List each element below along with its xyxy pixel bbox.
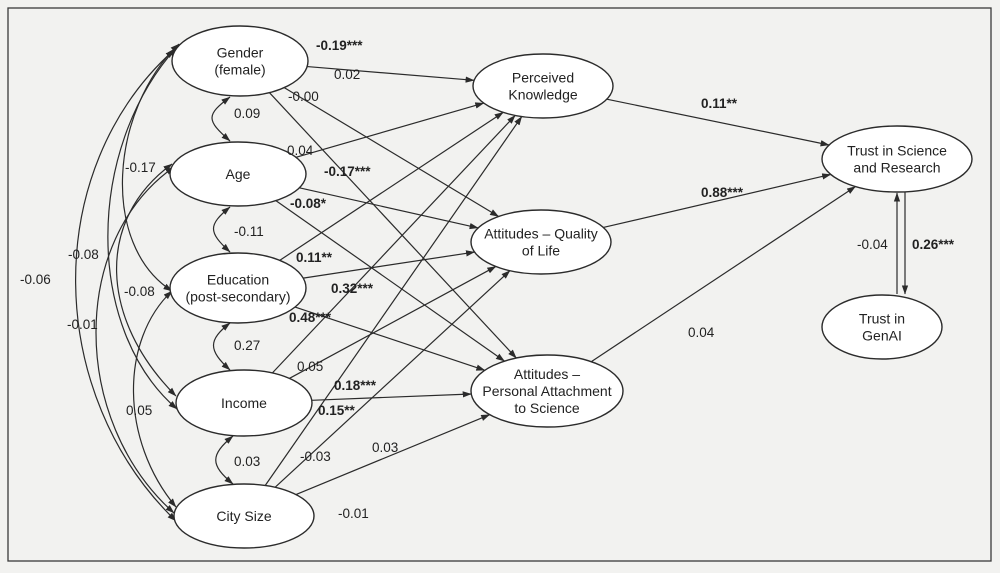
path-income-to-quality_of_life — [289, 265, 497, 379]
coefficient-gender-pa: -0.00 — [288, 89, 319, 104]
node-ellipse — [169, 141, 307, 207]
coefficient-edu-pa: 0.48*** — [289, 310, 332, 325]
node-label: Age — [226, 166, 251, 182]
node-label: Trust in — [859, 311, 905, 327]
node-income: Income — [175, 369, 313, 437]
node-label: GenAI — [862, 328, 902, 344]
node-city-size: City Size — [173, 483, 315, 549]
coefficient-gender-qol: 0.02 — [334, 67, 360, 82]
coefficient-trust-genai: 0.26*** — [912, 237, 955, 252]
coefficient-age-pa: -0.08* — [290, 196, 327, 211]
node-label: Perceived — [512, 70, 574, 86]
coefficient-income-qol: 0.18*** — [334, 378, 377, 393]
cov-education-city — [132, 290, 177, 508]
coefficient-edu-city-cov: 0.05 — [126, 403, 152, 418]
path-perceived_knowledge-to-trust-science — [606, 98, 830, 147]
coefficient-edu-pk: 0.11** — [296, 250, 333, 265]
node-gender: Gender(female) — [171, 25, 309, 97]
node-label: Income — [221, 395, 267, 411]
coefficient-gender-edu-cov: -0.17 — [125, 160, 156, 175]
path-gender-to-personal_attachment — [268, 92, 517, 359]
coefficient-edu-income-cov: 0.27 — [234, 338, 260, 353]
coefficient-edu-qol: 0.32*** — [331, 281, 374, 296]
nodes-layer: Gender(female) AgeEducation(post-secondar… — [169, 25, 973, 549]
node-ellipse — [470, 209, 612, 275]
coefficient-gender-city-cov: -0.06 — [20, 272, 51, 287]
coefficient-pa-trust: 0.04 — [688, 325, 715, 340]
node-education: Education(post-secondary) — [169, 252, 307, 324]
path-quality_of_life-to-trust-science — [603, 173, 832, 229]
path-age-to-perceived_knowledge — [295, 102, 485, 158]
coefficient-qol-trust: 0.88*** — [701, 185, 744, 200]
cov-age-city — [95, 166, 175, 514]
coefficient-city-pk: -0.03 — [300, 449, 331, 464]
cov-education-income — [213, 322, 231, 371]
cov-income-city — [215, 435, 234, 485]
path-city_size-to-quality_of_life — [274, 270, 511, 488]
coefficient-city-pa: -0.01 — [338, 506, 369, 521]
node-ellipse — [169, 252, 307, 324]
coefficient-age-qol: -0.17*** — [324, 164, 371, 179]
node-label: City Size — [216, 508, 271, 524]
path-gender-to-perceived_knowledge — [307, 65, 475, 83]
coefficient-city-qol: 0.03 — [372, 440, 398, 455]
node-label: and Research — [853, 160, 940, 176]
cov-gender-age — [211, 96, 231, 142]
node-label: (post-secondary) — [185, 289, 290, 305]
coefficient-income-pa: 0.15** — [318, 403, 356, 418]
cov-gender-education — [121, 43, 180, 292]
coefficient-genai-trust: -0.04 — [857, 237, 888, 252]
coefficient-gender-age-cov: 0.09 — [234, 106, 260, 121]
path-income-to-perceived_knowledge — [271, 114, 516, 374]
node-label: Personal Attachment — [482, 383, 611, 399]
edges-layer — [75, 43, 909, 522]
cov-age-income — [116, 163, 177, 397]
path-education-to-personal_attachment — [294, 306, 486, 371]
coefficient-income-pk: 0.05 — [297, 359, 323, 374]
coefficient-income-city-cov: 0.03 — [234, 454, 260, 469]
node-ellipse — [171, 25, 309, 97]
cov-gender-city — [75, 49, 177, 522]
path-gender-to-quality_of_life — [283, 87, 500, 218]
node-ellipse — [173, 483, 315, 549]
node-label: to Science — [514, 400, 580, 416]
path-personal_attachment-to-trust-science — [590, 185, 856, 363]
path-education-to-quality_of_life — [303, 250, 476, 279]
node-label: of Life — [522, 243, 560, 259]
path-education-to-perceived_knowledge — [279, 111, 504, 261]
path-city_size-to-personal_attachment — [295, 414, 491, 496]
path-age-to-personal_attachment — [275, 200, 505, 362]
coefficient-age-income-cov: -0.08 — [124, 284, 155, 299]
path-income-to-personal_attachment — [311, 391, 472, 401]
coefficient-age-city-cov: -0.01 — [67, 317, 98, 332]
node-ellipse — [472, 53, 614, 119]
path-city_size-to-perceived_knowledge — [264, 116, 523, 486]
coefficient-gender-income-cov: -0.08 — [68, 247, 99, 262]
node-ellipse — [821, 125, 973, 193]
coefficient-labels-layer: -0.19*** 0.02 -0.00 0.09 0.04 -0.17*** -0.08* -… — [20, 38, 955, 521]
node-label: Trust in Science — [847, 143, 947, 159]
cov-gender-income — [107, 47, 178, 410]
coefficient-age-edu-cov: -0.11 — [234, 224, 264, 239]
cov-age-education — [213, 206, 231, 253]
coefficient-pk-trust: 0.11** — [701, 96, 738, 111]
node-ellipse — [175, 369, 313, 437]
node-age: Age — [169, 141, 307, 207]
coefficient-age-pk: 0.04 — [287, 143, 314, 158]
node-label: Attitudes – Quality — [484, 226, 598, 242]
node-ellipse — [470, 354, 624, 428]
coefficient-gender-pk: -0.19*** — [316, 38, 363, 53]
node-label: Knowledge — [508, 87, 577, 103]
node-label: Gender — [217, 45, 264, 61]
node-label: (female) — [214, 62, 265, 78]
node-ellipse — [821, 294, 943, 360]
node-label: Education — [207, 272, 269, 288]
node-label: Attitudes – — [514, 366, 580, 382]
